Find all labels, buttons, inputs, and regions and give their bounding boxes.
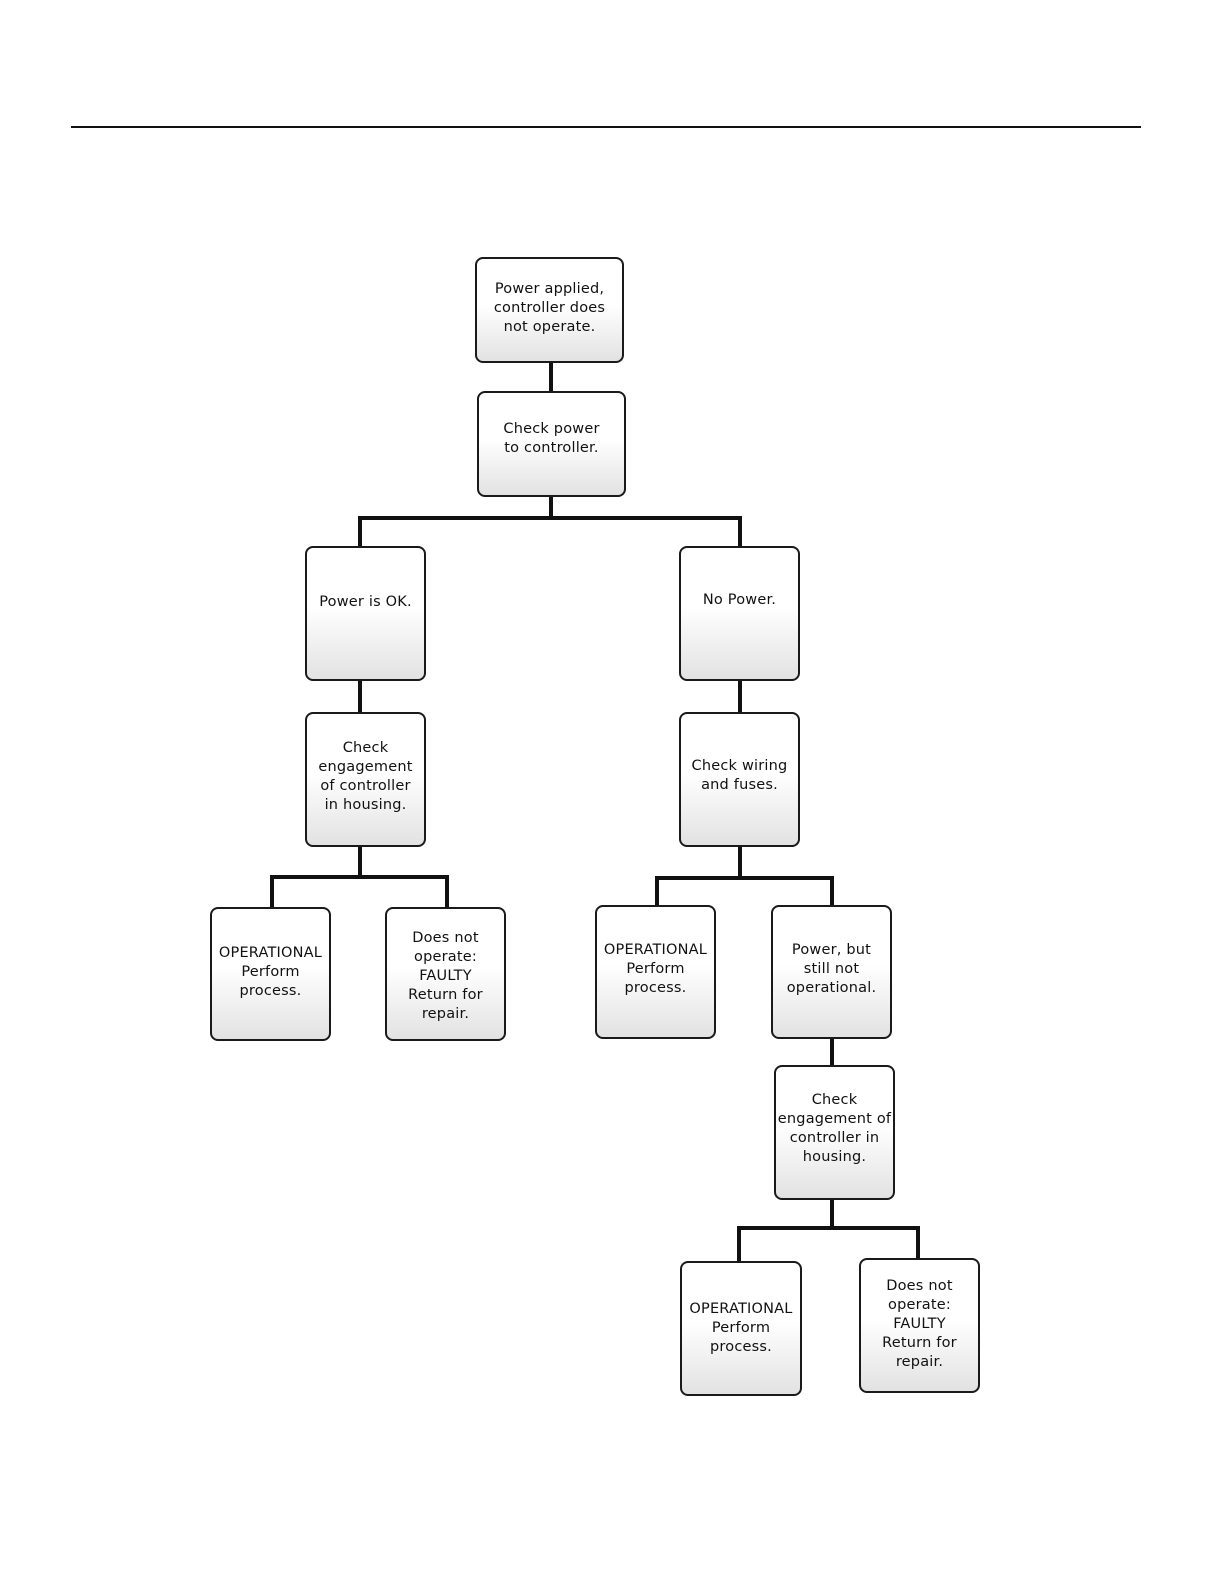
node-operational-3: OPERATIONAL Perform process. [680,1261,802,1396]
node-power-applied: Power applied, controller does not opera… [475,257,624,363]
node-power-applied-text: Power applied, controller does not opera… [493,281,606,335]
node-check-wiring: Check wiring and fuses. [679,712,800,847]
node-faulty-2-text: Does not operate: FAULTY Return for repa… [882,1278,957,1370]
node-operational-2-text: OPERATIONAL Perform process. [603,942,708,996]
node-check-engagement-right: Check engagement of controller in housin… [774,1065,895,1200]
node-check-power: Check power to controller. [477,391,626,497]
node-check-engagement-right-text: Check engagement of controller in housin… [777,1092,892,1165]
node-faulty-2: Does not operate: FAULTY Return for repa… [859,1258,980,1393]
node-power-ok-text: Power is OK. [319,594,412,610]
node-operational-2: OPERATIONAL Perform process. [595,905,716,1039]
node-faulty-1: Does not operate: FAULTY Return for repa… [385,907,506,1041]
node-no-power-text: No Power. [702,592,777,608]
node-power-not-operational-text: Power, but still not operational. [786,942,877,996]
header-rule [71,126,1141,128]
node-power-not-operational: Power, but still not operational. [771,905,892,1039]
node-check-wiring-text: Check wiring and fuses. [691,758,788,793]
node-faulty-1-text: Does not operate: FAULTY Return for repa… [408,930,483,1022]
node-check-engagement-left: Check engagement of controller in housin… [305,712,426,847]
node-operational-3-text: OPERATIONAL Perform process. [689,1301,793,1355]
node-check-engagement-left-text: Check engagement of controller in housin… [318,740,413,813]
node-no-power: No Power. [679,546,800,681]
node-operational-1-text: OPERATIONAL Perform process. [218,945,323,999]
node-power-ok: Power is OK. [305,546,426,681]
node-operational-1: OPERATIONAL Perform process. [210,907,331,1041]
node-check-power-text: Check power to controller. [503,421,600,456]
